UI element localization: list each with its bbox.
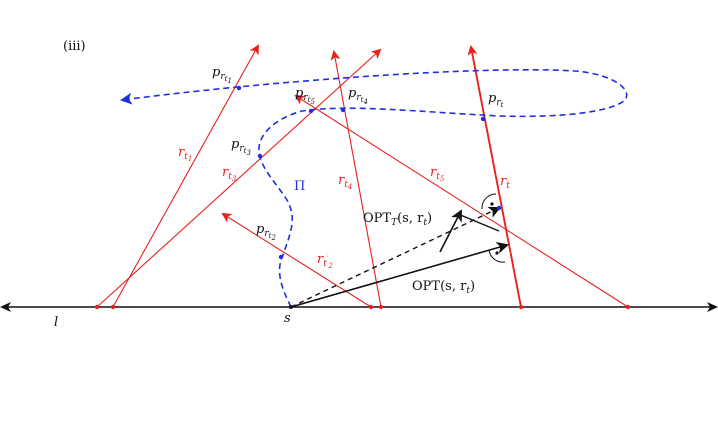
label-l: l — [54, 315, 58, 330]
label-rt3: rt3 — [222, 165, 237, 183]
base-point-4 — [378, 304, 384, 310]
point-rt-foot — [496, 205, 502, 211]
line-l-right-arrow — [707, 302, 718, 312]
right-angle-dot-top — [490, 202, 494, 206]
opt-t-arrow-dashed — [290, 206, 501, 308]
ray-rt3 — [96, 48, 382, 308]
label-s: s — [284, 311, 291, 326]
path-pi — [120, 68, 628, 308]
base-point-2 — [110, 304, 116, 310]
point-p-rt2 — [278, 254, 284, 260]
label-rt4: rt4 — [338, 173, 352, 191]
right-angle-dot-bottom — [495, 251, 499, 255]
base-point-3 — [368, 304, 374, 310]
ray-rt2-prime — [221, 212, 372, 308]
label-opt-t: OPTT(s, rt) — [363, 211, 432, 228]
base-point-1 — [94, 304, 100, 310]
base-point-5 — [518, 304, 524, 310]
label-pi: Π — [294, 179, 305, 194]
label-p-rt4: prt4 — [348, 86, 368, 106]
label-p-rt1: prt1 — [212, 65, 232, 85]
pointer-arrow — [457, 213, 500, 232]
point-p-rt5 — [308, 108, 314, 114]
point-p-rt — [480, 116, 486, 122]
pointer-arrow-head-line — [439, 209, 462, 253]
label-opt: OPT(s, rt) — [412, 279, 475, 296]
base-point-6 — [625, 304, 631, 310]
label-rt: rt — [500, 174, 510, 191]
label-p-rt: prt — [488, 91, 504, 109]
label-rt1: rt1 — [178, 145, 192, 163]
ray-rt — [467, 45, 522, 308]
point-s — [289, 305, 293, 309]
point-p-rt4 — [340, 107, 346, 113]
label-rt2-prime: rt′2 — [317, 252, 333, 270]
ray-rt5 — [294, 94, 629, 308]
ray-rt4 — [330, 50, 382, 308]
right-angle-marker-top — [481, 193, 497, 210]
point-p-rt3 — [257, 153, 263, 159]
label-p-rt5: prt5 — [295, 86, 315, 106]
line-l-left-arrow — [0, 302, 11, 312]
panel-label: (iii) — [63, 39, 86, 54]
opt-arrow — [290, 241, 509, 308]
label-rt5: rt5 — [430, 165, 445, 183]
label-p-rt2: prt2 — [256, 222, 276, 242]
label-p-rt3: prt3 — [231, 137, 251, 157]
ray-rt1 — [112, 44, 259, 308]
point-p-rt1 — [236, 85, 242, 91]
right-angle-marker-bottom — [488, 249, 506, 263]
